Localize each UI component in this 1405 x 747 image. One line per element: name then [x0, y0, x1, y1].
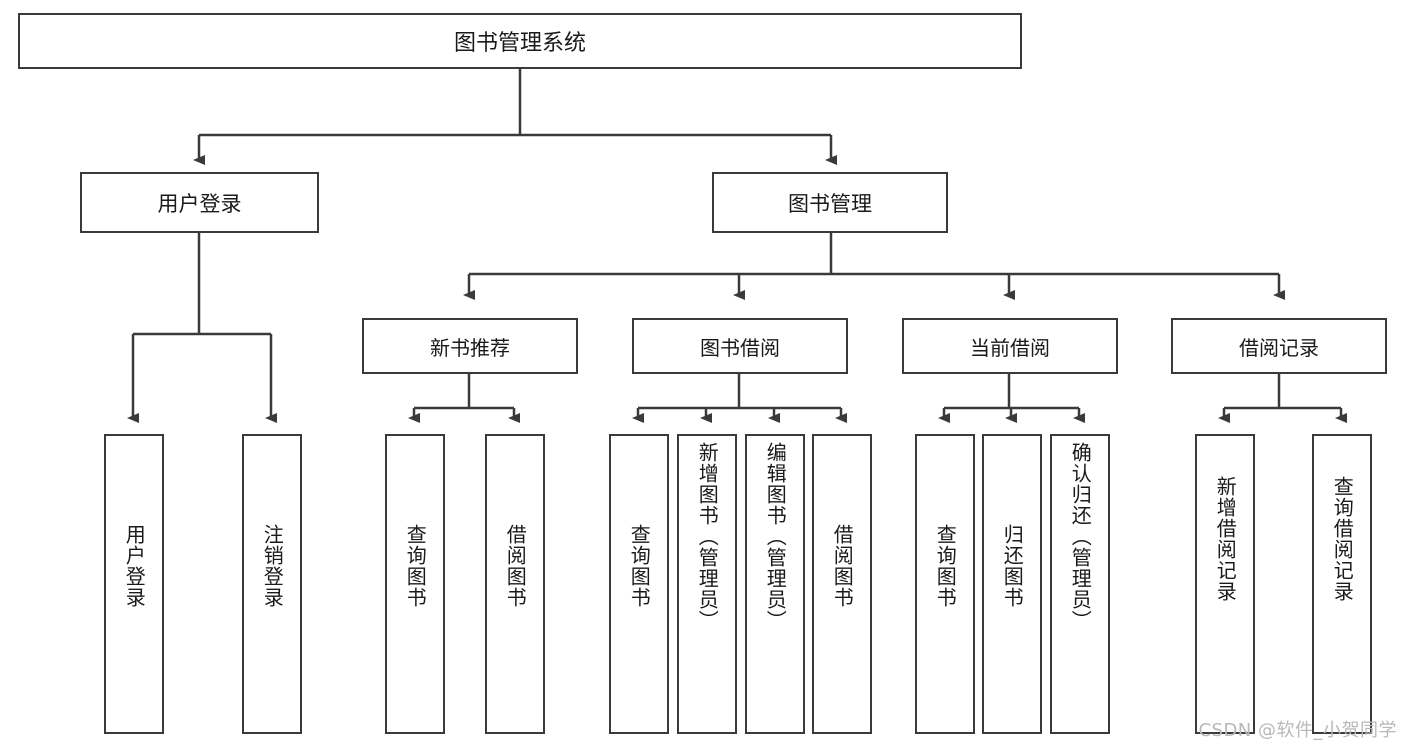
- leaf-label: 查询图书: [933, 524, 958, 608]
- leaf-confirm-return-admin[interactable]: 确认归还（管理员）: [1050, 434, 1110, 734]
- watermark-text: CSDN @软件_小贺同学: [1198, 720, 1397, 741]
- node-book-management[interactable]: 图书管理: [712, 172, 948, 233]
- leaf-borrow-book[interactable]: 借阅图书: [812, 434, 872, 734]
- node-root-book-management-system[interactable]: 图书管理系统: [18, 13, 1022, 69]
- leaf-edit-book-admin[interactable]: 编辑图书（管理员）: [745, 434, 805, 734]
- node-new-book-recommend[interactable]: 新书推荐: [362, 318, 578, 374]
- leaf-label: 借阅图书: [503, 524, 528, 608]
- leaf-query-book-current[interactable]: 查询图书: [915, 434, 975, 734]
- leaf-label: 查询图书: [403, 524, 428, 608]
- leaf-add-book-admin[interactable]: 新增图书（管理员）: [677, 434, 737, 734]
- leaf-query-book-recommend[interactable]: 查询图书: [385, 434, 445, 734]
- leaf-add-borrow-record[interactable]: 新增借阅记录: [1195, 434, 1255, 734]
- leaf-borrow-book-recommend[interactable]: 借阅图书: [485, 434, 545, 734]
- node-label: 图书管理系统: [453, 31, 586, 56]
- node-label: 图书管理: [788, 191, 872, 216]
- node-user-login[interactable]: 用户登录: [80, 172, 319, 233]
- leaf-label: 新增借阅记录: [1213, 476, 1238, 602]
- node-book-borrow[interactable]: 图书借阅: [632, 318, 848, 374]
- node-label: 当前借阅: [970, 335, 1050, 360]
- node-borrow-record[interactable]: 借阅记录: [1171, 318, 1387, 374]
- leaf-label: 确认归还（管理员）: [1068, 442, 1093, 631]
- leaf-label: 新增图书（管理员）: [695, 442, 720, 631]
- leaf-label: 查询借阅记录: [1330, 476, 1355, 602]
- leaf-user-login[interactable]: 用户登录: [104, 434, 164, 734]
- node-current-borrow[interactable]: 当前借阅: [902, 318, 1118, 374]
- node-label: 新书推荐: [430, 335, 510, 360]
- leaf-label: 编辑图书（管理员）: [763, 442, 788, 631]
- leaf-return-book[interactable]: 归还图书: [982, 434, 1042, 734]
- leaf-query-borrow-record[interactable]: 查询借阅记录: [1312, 434, 1372, 734]
- leaf-label: 查询图书: [627, 524, 652, 608]
- node-label: 借阅记录: [1239, 335, 1319, 360]
- leaf-label: 借阅图书: [830, 524, 855, 608]
- leaf-query-book-borrow[interactable]: 查询图书: [609, 434, 669, 734]
- node-label: 用户登录: [157, 191, 242, 216]
- leaf-label: 注销登录: [260, 524, 285, 608]
- leaf-label: 用户登录: [122, 524, 147, 608]
- node-label: 图书借阅: [700, 335, 780, 360]
- leaf-label: 归还图书: [1000, 524, 1025, 608]
- leaf-logout[interactable]: 注销登录: [242, 434, 302, 734]
